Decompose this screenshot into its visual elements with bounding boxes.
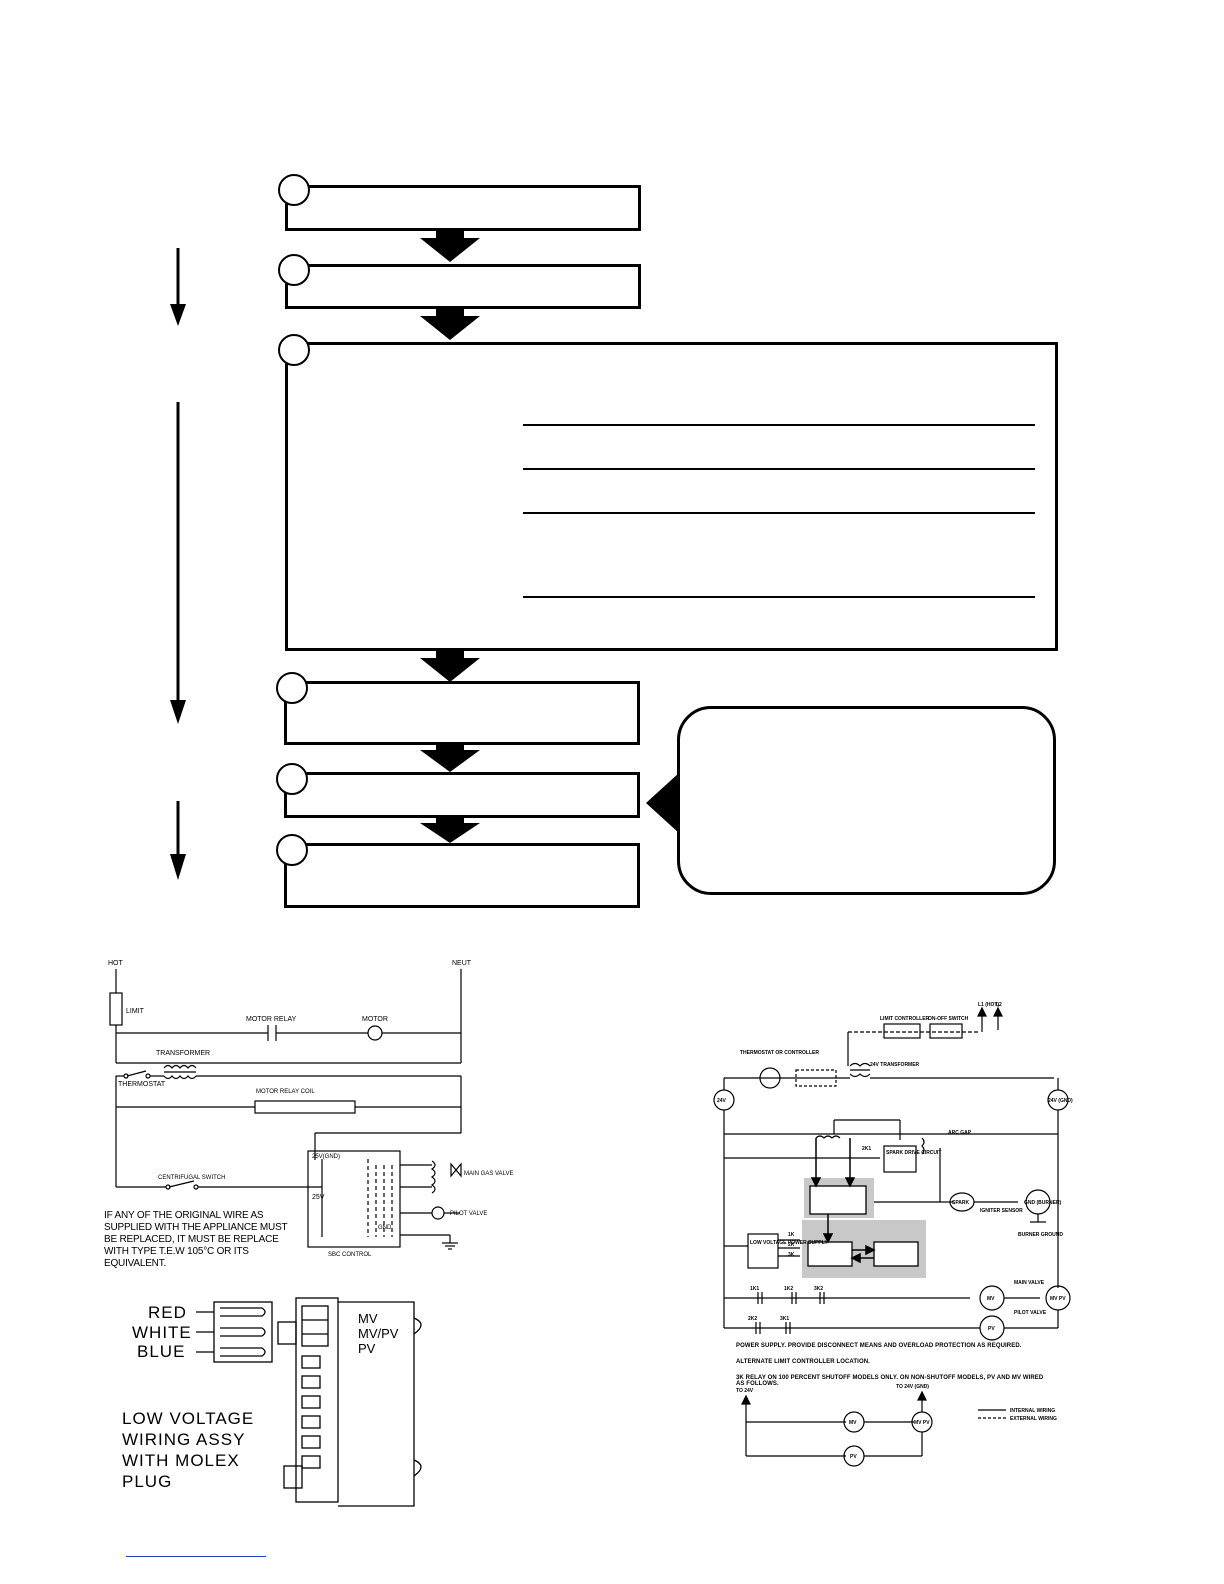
label-gnd-burner: GND (BURNER) [1024, 1200, 1062, 1206]
label-spark-drive-circuit: SPARK DRIVE CIRCUIT [886, 1150, 941, 1156]
step-number-circle-1 [278, 174, 310, 206]
left-wiring-diagram: HOT NEUT LIMIT MOTOR RELAY MOTOR TRANSFO… [108, 960, 513, 1258]
molex-plug-figure: RED WHITE BLUE MV MV/P [110, 1290, 470, 1510]
label-1k: 1K [788, 1232, 795, 1238]
flow-arrow-2 [420, 306, 480, 340]
molex-caption-line-3: WITH MOLEX [122, 1451, 240, 1470]
pin-2-label: MV/PV [358, 1326, 399, 1341]
label-limit-controller: LIMIT CONTROLLER [880, 1016, 930, 1022]
label-thermostat-controller: THERMOSTAT OR CONTROLLER [740, 1050, 819, 1056]
wire-color-white: WHITE [132, 1323, 192, 1342]
side-note-pointer-arrow [646, 772, 680, 834]
label-pv: PV [988, 1326, 995, 1332]
step-number-circle-6 [276, 834, 308, 866]
molex-caption-line-4: PLUG [122, 1472, 173, 1491]
wire-color-red: RED [148, 1303, 187, 1322]
flow-arrow-5 [420, 815, 480, 843]
step-number-circle-5 [276, 763, 308, 795]
molex-plug-drawing [196, 1297, 422, 1507]
label-pilot-valve-right: PILOT VALVE [1014, 1310, 1047, 1316]
label-24v-transformer: 24V TRANSFORMER [870, 1062, 920, 1068]
label-2k1: 2K1 [862, 1146, 871, 1152]
step-3-rule-2 [523, 468, 1035, 470]
label-external-wiring: EXTERNAL WIRING [1010, 1416, 1057, 1422]
step-box-1 [285, 185, 641, 231]
label-low-voltage-power-supply: LOW VOLTAGE POWER SUPPLY [750, 1240, 828, 1246]
label-1k2: 1K2 [784, 1286, 793, 1292]
step-box-6 [284, 843, 640, 908]
step-number-circle-3 [278, 334, 310, 366]
footer-underline [126, 1556, 266, 1557]
label-main-gas-valve: MAIN GAS VALVE [464, 1171, 513, 1177]
flow-arrow-4 [420, 742, 480, 772]
label-l2: L2 [996, 1002, 1002, 1008]
step-number-circle-4 [276, 672, 308, 704]
label-burner-ground: BURNER GROUND [1018, 1232, 1063, 1238]
label-mv-pv: MV PV [1050, 1296, 1066, 1302]
label-arc-gap: ARC GAP [948, 1130, 972, 1136]
label-24v-gnd: 24V (GND) [1048, 1098, 1073, 1104]
step-box-2 [285, 264, 641, 309]
note-3k-relay: 3K RELAY ON 100 PERCENT SHUTOFF MODELS O… [736, 1375, 1044, 1387]
note-power-supply: POWER SUPPLY. PROVIDE DISCONNECT MEANS A… [736, 1343, 1022, 1349]
pin-1-label: MV [358, 1311, 378, 1326]
label-motor-relay: MOTOR RELAY [246, 1016, 297, 1023]
molex-caption-line-1: LOW VOLTAGE [122, 1409, 255, 1428]
label-spark: SPARK [952, 1200, 970, 1206]
note-alternate-limit: ALTERNATE LIMIT CONTROLLER LOCATION. [736, 1359, 870, 1365]
label-gnd: GND [378, 1225, 392, 1231]
label-3k1: 3K1 [780, 1316, 789, 1322]
flow-arrow-3 [420, 648, 480, 682]
step-3-rule-1 [523, 424, 1035, 426]
label-alt-mv-pv: MV PV [914, 1420, 930, 1426]
molex-caption-line-2: WIRING ASSY [122, 1430, 246, 1449]
label-main-valve: MAIN VALVE [1014, 1280, 1045, 1286]
flow-arrow-1 [420, 228, 480, 262]
label-limit: LIMIT [126, 1008, 145, 1015]
label-sbc-control: SBC CONTROL [328, 1252, 372, 1258]
label-on-off-switch: ON-OFF SWITCH [928, 1016, 969, 1022]
pin-3-label: PV [358, 1341, 376, 1356]
label-internal-wiring: INTERNAL WIRING [1010, 1408, 1055, 1414]
step-box-3 [285, 342, 1058, 651]
label-motor-relay-coil: MOTOR RELAY COIL [256, 1089, 315, 1095]
label-3k: 3K [788, 1252, 795, 1258]
side-note-box [677, 706, 1056, 895]
label-alt-mv: MV [849, 1420, 857, 1426]
label-to-24v-gnd: TO 24V (GND) [896, 1384, 929, 1390]
label-2k: 2K [788, 1242, 795, 1248]
right-wiring-diagram: L1 (HOT) L2 LIMIT CONTROLLER ON-OFF SWIT… [713, 1002, 1073, 1467]
label-25v-gnd: 25V(GND) [312, 1154, 340, 1160]
label-alt-pv: PV [850, 1454, 857, 1460]
label-to-24v: TO 24V [736, 1388, 754, 1394]
label-igniter-sensor: IGNITER SENSOR [980, 1208, 1023, 1214]
label-hot: HOT [108, 960, 124, 967]
label-thermostat: THERMOSTAT [118, 1081, 166, 1088]
label-3k2: 3K2 [814, 1286, 823, 1292]
step-box-4 [284, 681, 640, 745]
label-l1-hot: L1 (HOT) [978, 1002, 999, 1008]
label-1k1: 1K1 [750, 1286, 759, 1292]
label-25v: 25V [312, 1194, 325, 1201]
label-24v: 24V [717, 1098, 727, 1104]
label-motor: MOTOR [362, 1016, 388, 1023]
label-centrifugal-switch: CENTRIFUGAL SWITCH [158, 1175, 225, 1181]
label-transformer: TRANSFORMER [156, 1050, 210, 1057]
step-box-5 [284, 772, 640, 818]
wire-color-blue: BLUE [137, 1342, 186, 1361]
wire-replacement-note: IF ANY OF THE ORIGINAL WIRE AS SUPPLIED … [104, 1210, 288, 1269]
step-3-rule-3 [523, 512, 1035, 514]
label-pilot-valve: PILOT VALVE [450, 1211, 487, 1217]
label-neut: NEUT [452, 960, 472, 967]
side-arrows [170, 248, 186, 880]
step-3-rule-4 [523, 596, 1035, 598]
label-2k2: 2K2 [748, 1316, 757, 1322]
label-mv: MV [987, 1296, 995, 1302]
step-number-circle-2 [278, 254, 310, 286]
